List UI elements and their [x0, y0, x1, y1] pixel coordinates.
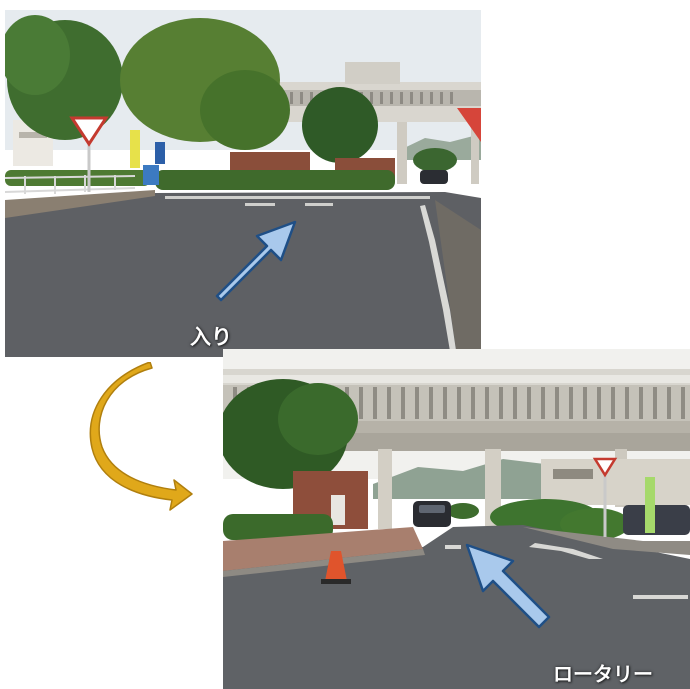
entrance-caption: 入り [190, 325, 232, 349]
rotary-photo [223, 349, 690, 689]
entrance-road-photo [5, 10, 481, 357]
arrow-up-left-icon [465, 543, 551, 629]
arrow-up-right-icon [215, 220, 297, 302]
rotary-caption: ロータリー [553, 662, 653, 686]
curved-arrow-icon [89, 362, 193, 511]
